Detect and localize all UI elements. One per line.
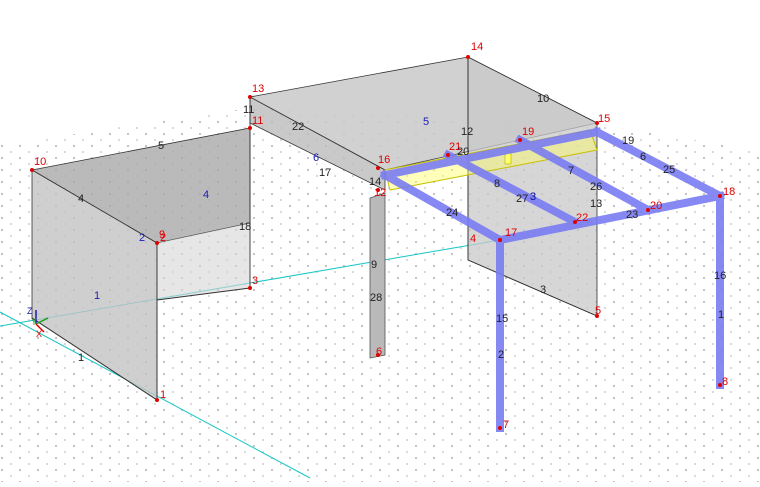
wall-column-9 [369,192,386,359]
node-label-18: 18 [723,186,735,198]
node-label-10: 10 [34,156,46,168]
member-label-5: 5 [158,140,164,152]
member-label-27: 28 [370,292,382,304]
member-label-21: 22 [292,121,304,133]
surface-label-2: 2 [139,232,145,244]
axis-x-label: X [36,329,42,339]
node-label-16: 16 [378,154,390,166]
node-label-17: 17 [505,227,517,239]
member-label-24: 25 [663,164,675,176]
member-label-7: 7 [568,165,574,177]
node-label-3: 3 [252,275,258,287]
selected-members[interactable] [379,126,726,432]
node-label-15: 15 [598,113,610,125]
surface-label-4: 4 [203,189,209,201]
member-label-29: 3 [530,191,536,203]
member-label-6: 6 [640,151,646,163]
member-label-16: 16 [714,270,726,282]
member-label-2: 2 [498,349,504,361]
member-label-28: 1 [718,309,724,321]
node-points[interactable] [30,55,722,430]
node-label-11: 11 [252,115,263,127]
node-label-13: 13 [252,83,264,95]
member-label-15: 15 [496,313,508,325]
axis-y-label: Y [31,317,37,327]
surface-label-3: 3 [530,191,536,203]
member-label-11: 11 [243,104,254,116]
surfaces[interactable] [30,56,599,401]
axis-triad: Z Y X [27,306,49,339]
node-label-19: 19 [522,126,534,138]
member-label-9: 9 [371,259,377,271]
node-label-7: 7 [503,419,509,431]
member-label-8: 8 [494,178,500,190]
member-label-1: 1 [78,352,84,364]
node-label-8: 8 [722,376,728,388]
member-label-18: 18 [239,221,251,233]
surface-label-1: 1 [94,290,100,302]
surface-label-6: 6 [313,152,319,164]
member-label-20: 20 [457,146,469,158]
member-label-19: 19 [622,135,634,147]
node-label-22: 22 [576,212,588,224]
node-label-5: 5 [595,305,601,317]
member-label-17: 17 [319,167,331,179]
node-label-1: 1 [160,389,166,401]
member-label-26: 27 [516,193,528,205]
node-label-20: 20 [650,200,662,212]
node-label-9: 9 [159,229,165,241]
axis-z-label: Z [27,306,33,316]
node-label-2: 2 [160,232,166,244]
member-label-25: 26 [590,181,602,193]
node-label-21: 21 [449,141,461,153]
member-label-3: 3 [540,284,546,296]
surface-2 [157,223,250,300]
member-label-22: 23 [626,209,638,221]
member-label-12: 12 [461,126,473,138]
member-label-10: 10 [537,93,549,105]
node-label-6: 6 [376,346,382,358]
surface-label-5: 5 [423,116,429,128]
member-label-13: 13 [590,198,602,210]
member-label-23: 24 [446,207,458,219]
member-label-14: 14 [369,176,381,188]
node-label-4: 4 [470,233,476,245]
node-label-12: 12 [374,187,386,199]
node-label-14: 14 [471,41,483,53]
member-label-4: 4 [78,193,84,205]
